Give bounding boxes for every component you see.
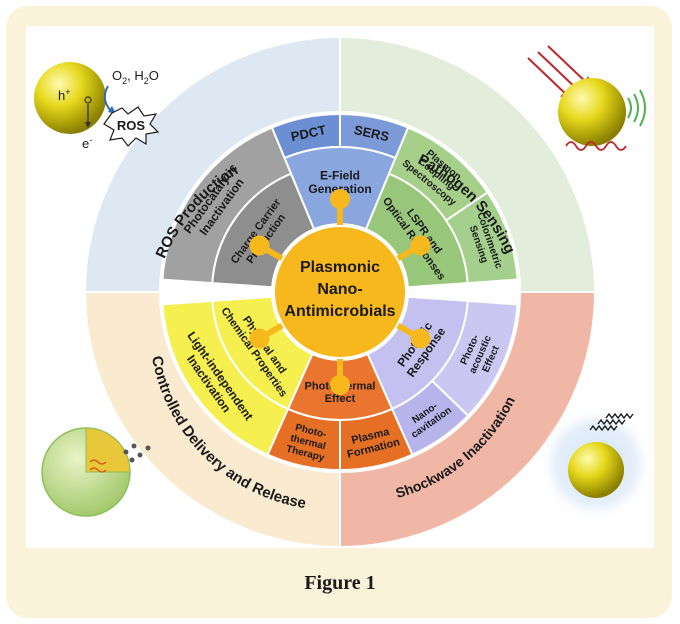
inset-controlled-delivery [41, 427, 151, 517]
gold-nanoparticle-icon [34, 62, 106, 134]
gold-nanoparticle-icon [568, 442, 624, 498]
outer-ring [83, 35, 597, 549]
segment-label-pdct: PDCT [290, 122, 328, 144]
segment-colorimetric: ColorimetricSensing [444, 191, 519, 285]
center-title-line1: Plasmonic [300, 259, 380, 276]
ros-burst-icon [103, 106, 160, 147]
ros-burst-label: ROS [117, 118, 146, 133]
segment-plasma: PlasmaFormation [339, 407, 414, 472]
outer-quadrant-shockwave [339, 291, 597, 549]
gold-nanoparticle-icon [558, 78, 626, 146]
inset-ros-production: h+ e- O2, H2O ROS [34, 62, 160, 151]
response-wave-icon [565, 141, 627, 151]
inset-pathogen-sensing [527, 45, 646, 151]
segment-label-photoacoustic: Photo-acousticEffect [457, 329, 505, 380]
emission-waves-icon [589, 412, 634, 432]
segment-label-therapy: Photo-thermalTherapy [285, 421, 331, 464]
outer-quadrant-pathogen [339, 35, 597, 293]
outer-quadrant-delivery [83, 291, 341, 549]
center-title-line3: Antimicrobials [284, 303, 395, 320]
segment-label-sers: SERS [353, 122, 391, 144]
hole-dot-icon [84, 96, 92, 104]
inset-shockwave [538, 406, 654, 522]
electron-label: e- [82, 135, 92, 151]
segment-label-line: Effect [325, 393, 356, 405]
center-spikes [249, 189, 431, 395]
center-title-line2: Nano- [317, 281, 362, 298]
segment-nanocavitation: Nano-cavitation [390, 379, 470, 456]
carrier-cutaway-icon [85, 427, 131, 473]
center-core: Plasmonic Nano- Antimicrobials [249, 189, 431, 395]
reagents-label: O2, H2O [112, 68, 159, 86]
hole-label: h+ [58, 87, 71, 103]
segment-lspr: LSPR andOptical Responses [364, 172, 469, 289]
segment-label-line: PDCT [290, 122, 328, 144]
center-circle [273, 225, 407, 359]
released-particles-icon [123, 443, 151, 463]
scatter-wave-icon [627, 89, 646, 127]
figure-caption: Figure 1 [304, 572, 376, 594]
segment-label-line: SERS [353, 122, 391, 144]
segment-label-line: E-Field [320, 168, 360, 182]
outer-quadrant-ros [83, 35, 341, 293]
